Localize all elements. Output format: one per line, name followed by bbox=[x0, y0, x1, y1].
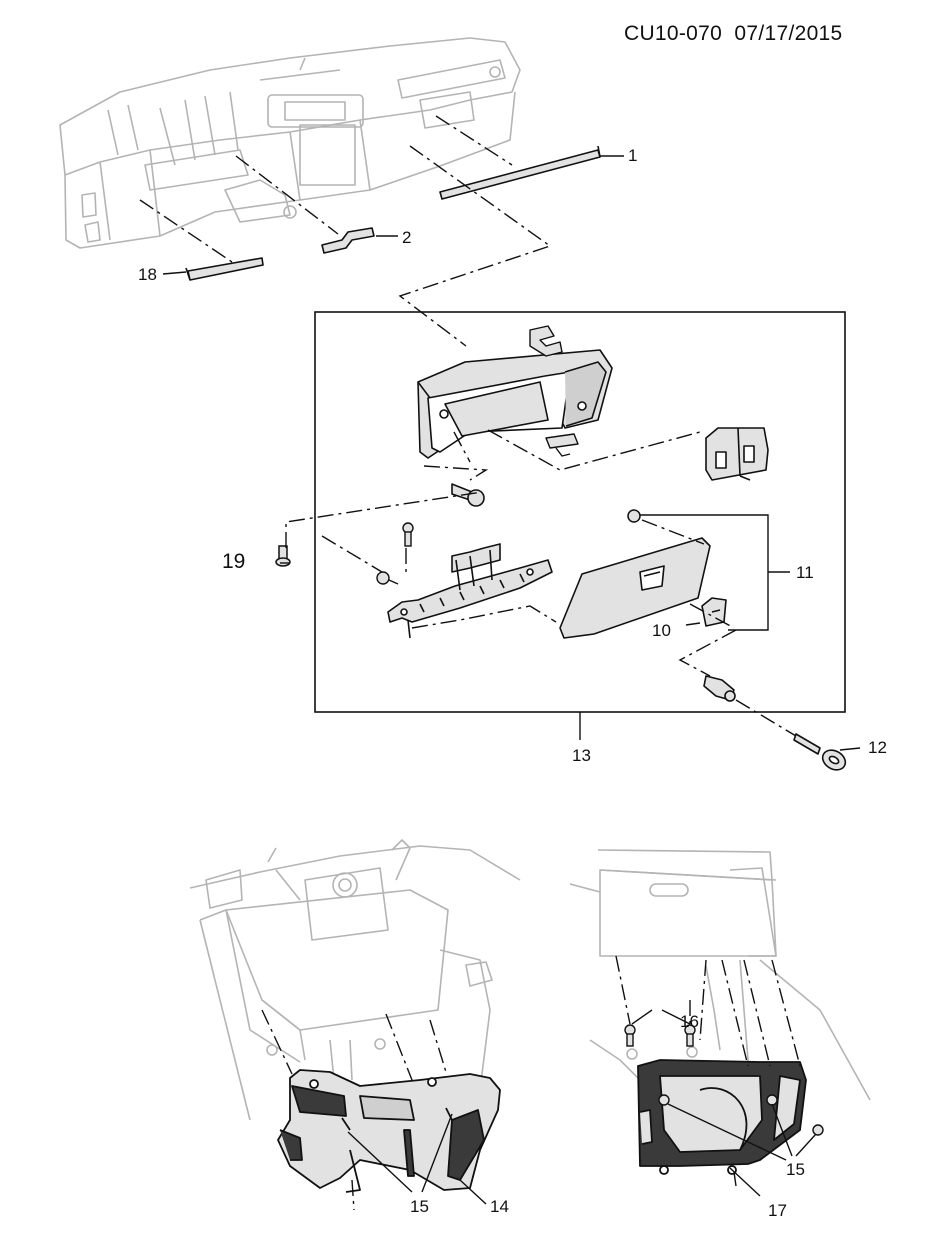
callout-2: 2 bbox=[402, 228, 412, 247]
callout-14: 14 bbox=[490, 1197, 509, 1216]
part-19-screw bbox=[275, 545, 291, 567]
callout-11: 11 bbox=[796, 563, 814, 582]
callout-15-left: 15 bbox=[410, 1197, 429, 1216]
part-17-lower-trim-panel bbox=[637, 1059, 807, 1175]
assembly-lines bbox=[280, 429, 861, 751]
part-10-latch bbox=[701, 597, 727, 627]
part-16-clips bbox=[624, 1024, 696, 1047]
instrument-panel-ghost bbox=[59, 37, 521, 249]
part-14-lower-trim-panel bbox=[277, 1069, 501, 1193]
assembly-frame bbox=[314, 311, 846, 740]
part-screws-small bbox=[376, 522, 414, 585]
callout-10: 10 bbox=[652, 621, 671, 640]
part-bumper-round bbox=[627, 509, 641, 523]
callout-12: 12 bbox=[868, 738, 887, 757]
callout-13: 13 bbox=[572, 746, 591, 765]
lower-left-ghost bbox=[189, 839, 521, 1121]
part-lock-cylinder bbox=[703, 675, 736, 702]
lower-right-lines bbox=[615, 955, 817, 1197]
callout-18: 18 bbox=[138, 265, 157, 284]
callout-19: 19 bbox=[222, 550, 246, 573]
part-clip-upper bbox=[529, 325, 563, 357]
part-damper bbox=[451, 483, 485, 507]
part-2-bracket bbox=[321, 227, 375, 254]
glove-box-door bbox=[559, 537, 711, 639]
part-hinge-rail bbox=[387, 543, 553, 639]
diagram-code-date: CU10-070 07/17/2015 bbox=[624, 22, 924, 52]
part-18-trim-strip bbox=[185, 257, 264, 281]
glove-box-bin bbox=[417, 349, 613, 459]
diagram-date: 07/17/2015 bbox=[734, 22, 843, 45]
lower-left-lines bbox=[261, 1009, 487, 1211]
part-12-key bbox=[793, 733, 847, 771]
part-1-trim-strip bbox=[439, 145, 601, 200]
callout-17: 17 bbox=[768, 1201, 787, 1220]
callout-1: 1 bbox=[628, 146, 638, 165]
part-bumper-stop bbox=[545, 433, 579, 457]
callout-16: 16 bbox=[680, 1012, 699, 1031]
top-assembly-lines bbox=[139, 115, 624, 347]
diagram-code: CU10-070 bbox=[624, 22, 723, 45]
part-latch-striker bbox=[705, 427, 769, 481]
lower-right-ghost bbox=[569, 849, 871, 1121]
callout-15-right: 15 bbox=[786, 1160, 805, 1179]
